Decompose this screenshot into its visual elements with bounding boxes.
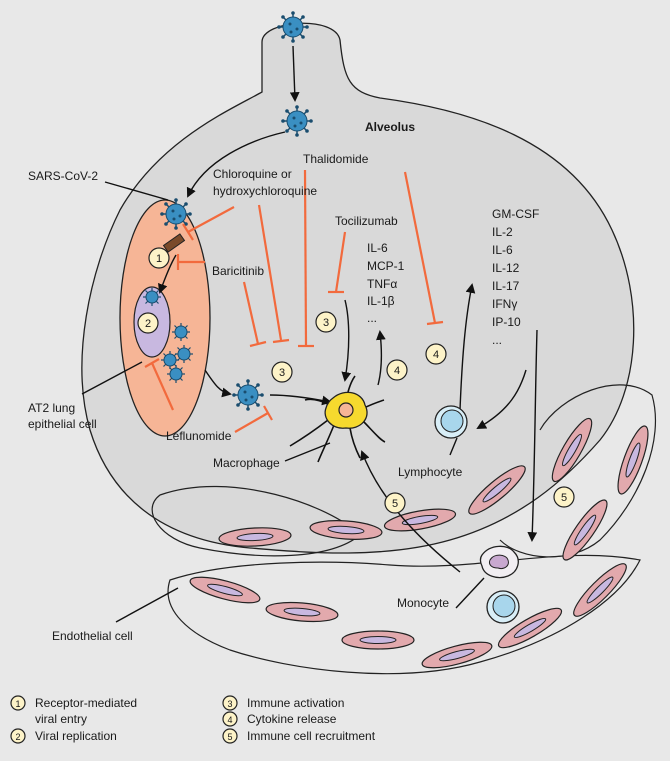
legend-item-label: Cytokine release bbox=[247, 712, 337, 726]
thalidomide-label: Thalidomide bbox=[303, 152, 369, 166]
legend: 1 Receptor-mediated viral entry 2 Viral repl… bbox=[11, 696, 376, 743]
chloroquine-label-line2: hydroxychloroquine bbox=[213, 184, 317, 198]
cytokine-item: GM-CSF bbox=[492, 207, 539, 221]
macrophage-label: Macrophage bbox=[213, 456, 280, 470]
cytokine-item: IFNγ bbox=[492, 297, 517, 311]
step-number-text: 4 bbox=[227, 715, 232, 725]
step-number-text: 5 bbox=[227, 732, 232, 742]
cytokine-item: IL-6 bbox=[492, 243, 513, 257]
step-number-text: 1 bbox=[156, 253, 162, 265]
step-number-text: 3 bbox=[279, 367, 285, 379]
step-number-badge: 5 bbox=[223, 729, 237, 743]
lymphocyte-cell bbox=[435, 406, 467, 438]
step-number-text: 3 bbox=[227, 699, 232, 709]
vessel-outline bbox=[168, 555, 640, 673]
legend-item-label: Viral replication bbox=[35, 729, 117, 743]
baricitinib-label: Baricitinib bbox=[212, 264, 264, 278]
step-number-badge: 4 bbox=[387, 360, 407, 380]
cytokine-item: IL-17 bbox=[492, 279, 520, 293]
virus-icon bbox=[172, 323, 190, 341]
cytokine-item: IL-12 bbox=[492, 261, 520, 275]
virus-icon bbox=[277, 11, 309, 43]
cytokine-item: IL-2 bbox=[492, 225, 513, 239]
endothelial-cell bbox=[188, 572, 262, 608]
virus-icon bbox=[143, 288, 161, 306]
step-number-badge: 2 bbox=[138, 313, 158, 333]
step-number-badge: 3 bbox=[272, 362, 292, 382]
step-number-badge: 2 bbox=[11, 729, 25, 743]
virus-icon bbox=[167, 365, 185, 383]
endothelial-cell bbox=[568, 558, 632, 622]
step-number-text: 1 bbox=[15, 699, 20, 709]
cytokine-item: MCP-1 bbox=[367, 259, 405, 273]
step-number-badge: 3 bbox=[316, 312, 336, 332]
step-number-text: 2 bbox=[15, 732, 20, 742]
virus-icon bbox=[232, 379, 264, 411]
cytokine-item: ... bbox=[492, 333, 502, 347]
step-number-badge: 5 bbox=[554, 487, 574, 507]
step-number-badge: 4 bbox=[426, 344, 446, 364]
endothelial-label: Endothelial cell bbox=[52, 629, 133, 643]
cytokine-item: IP-10 bbox=[492, 315, 521, 329]
virus-icon bbox=[281, 105, 313, 137]
tocilizumab-label: Tocilizumab bbox=[335, 214, 398, 228]
step-number-badge: 4 bbox=[223, 712, 237, 726]
step-number-badge: 3 bbox=[223, 696, 237, 710]
monocyte-label: Monocyte bbox=[397, 596, 449, 610]
step-number-text: 2 bbox=[145, 318, 151, 330]
endothelial-cell bbox=[342, 631, 414, 649]
legend-item-label: Receptor-mediated bbox=[35, 696, 137, 710]
at2-label-line2: epithelial cell bbox=[28, 417, 97, 431]
step-number-text: 5 bbox=[392, 498, 398, 510]
step-number-text: 4 bbox=[433, 349, 439, 361]
step-number-text: 5 bbox=[561, 492, 567, 504]
cytokine-item: IL-6 bbox=[367, 241, 388, 255]
leflunomide-label: Leflunomide bbox=[166, 429, 232, 443]
step-number-badge: 1 bbox=[11, 696, 25, 710]
legend-item-label: Immune cell recruitment bbox=[247, 729, 376, 743]
legend-item-label: Immune activation bbox=[247, 696, 344, 710]
endothelial-cell bbox=[265, 600, 338, 624]
virus-icon bbox=[160, 198, 192, 230]
cytokine-item: IL-1β bbox=[367, 294, 395, 308]
legend-item-label: viral entry bbox=[35, 712, 87, 726]
cytokine-item: TNFα bbox=[367, 277, 397, 291]
step-number-text: 3 bbox=[323, 317, 329, 329]
step-number-badge: 1 bbox=[149, 248, 169, 268]
step-number-text: 4 bbox=[394, 365, 400, 377]
sars-cov-2-label: SARS-CoV-2 bbox=[28, 169, 98, 183]
at2-label-line1: AT2 lung bbox=[28, 401, 75, 415]
lymphocyte-label: Lymphocyte bbox=[398, 465, 463, 479]
cytokine-item: ... bbox=[367, 311, 377, 325]
chloroquine-label-line1: Chloroquine or bbox=[213, 167, 292, 181]
endothelial-cell bbox=[612, 423, 654, 497]
lymphocyte-cell bbox=[487, 591, 519, 623]
step-number-badge: 5 bbox=[385, 493, 405, 513]
alveolus-label: Alveolus bbox=[365, 120, 415, 134]
monocyte-cell bbox=[481, 546, 519, 577]
